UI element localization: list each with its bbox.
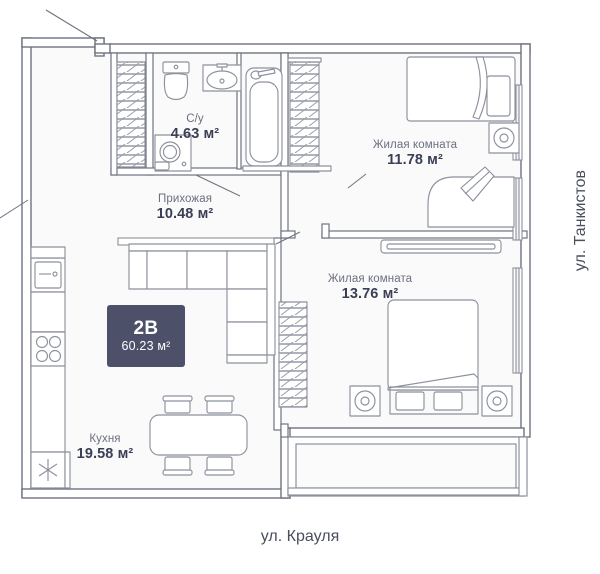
bathtub [242,67,332,172]
tv-stand [380,239,502,254]
nightstand-lamp [488,122,520,154]
wardrobe-bedroom [278,301,308,408]
pillow [389,386,479,415]
street-label-bottom: ул. Крауля [260,528,340,545]
street-label-right: ул. Танкистов [572,170,589,272]
toilet [162,61,190,101]
nightstand-lamp-left [349,385,381,417]
dining-table [149,414,248,456]
apartment-layout-code: 2В [133,318,159,339]
leader-lines [0,173,367,245]
interior-walls [110,52,528,438]
apartment-total-area: 60.23 м² [121,339,171,353]
washing-machine [154,134,192,172]
apartment-type-badge[interactable]: 2В 60.23 м² [107,305,185,367]
kitchen-stove [30,331,66,367]
nightstand-lamp-right [481,385,513,417]
wardrobe-hall-left [116,61,146,168]
wardrobe-hall-right [287,57,322,173]
kitchen-sink [30,257,66,293]
entrance-door [45,9,98,42]
double-bed [387,299,479,391]
single-bed [406,56,516,122]
balcony [287,436,528,497]
radiator-kitchen [30,451,71,489]
corner-sofa [128,243,276,364]
washbasin [202,63,242,92]
dining-chair [162,395,235,476]
armchair [427,166,515,228]
